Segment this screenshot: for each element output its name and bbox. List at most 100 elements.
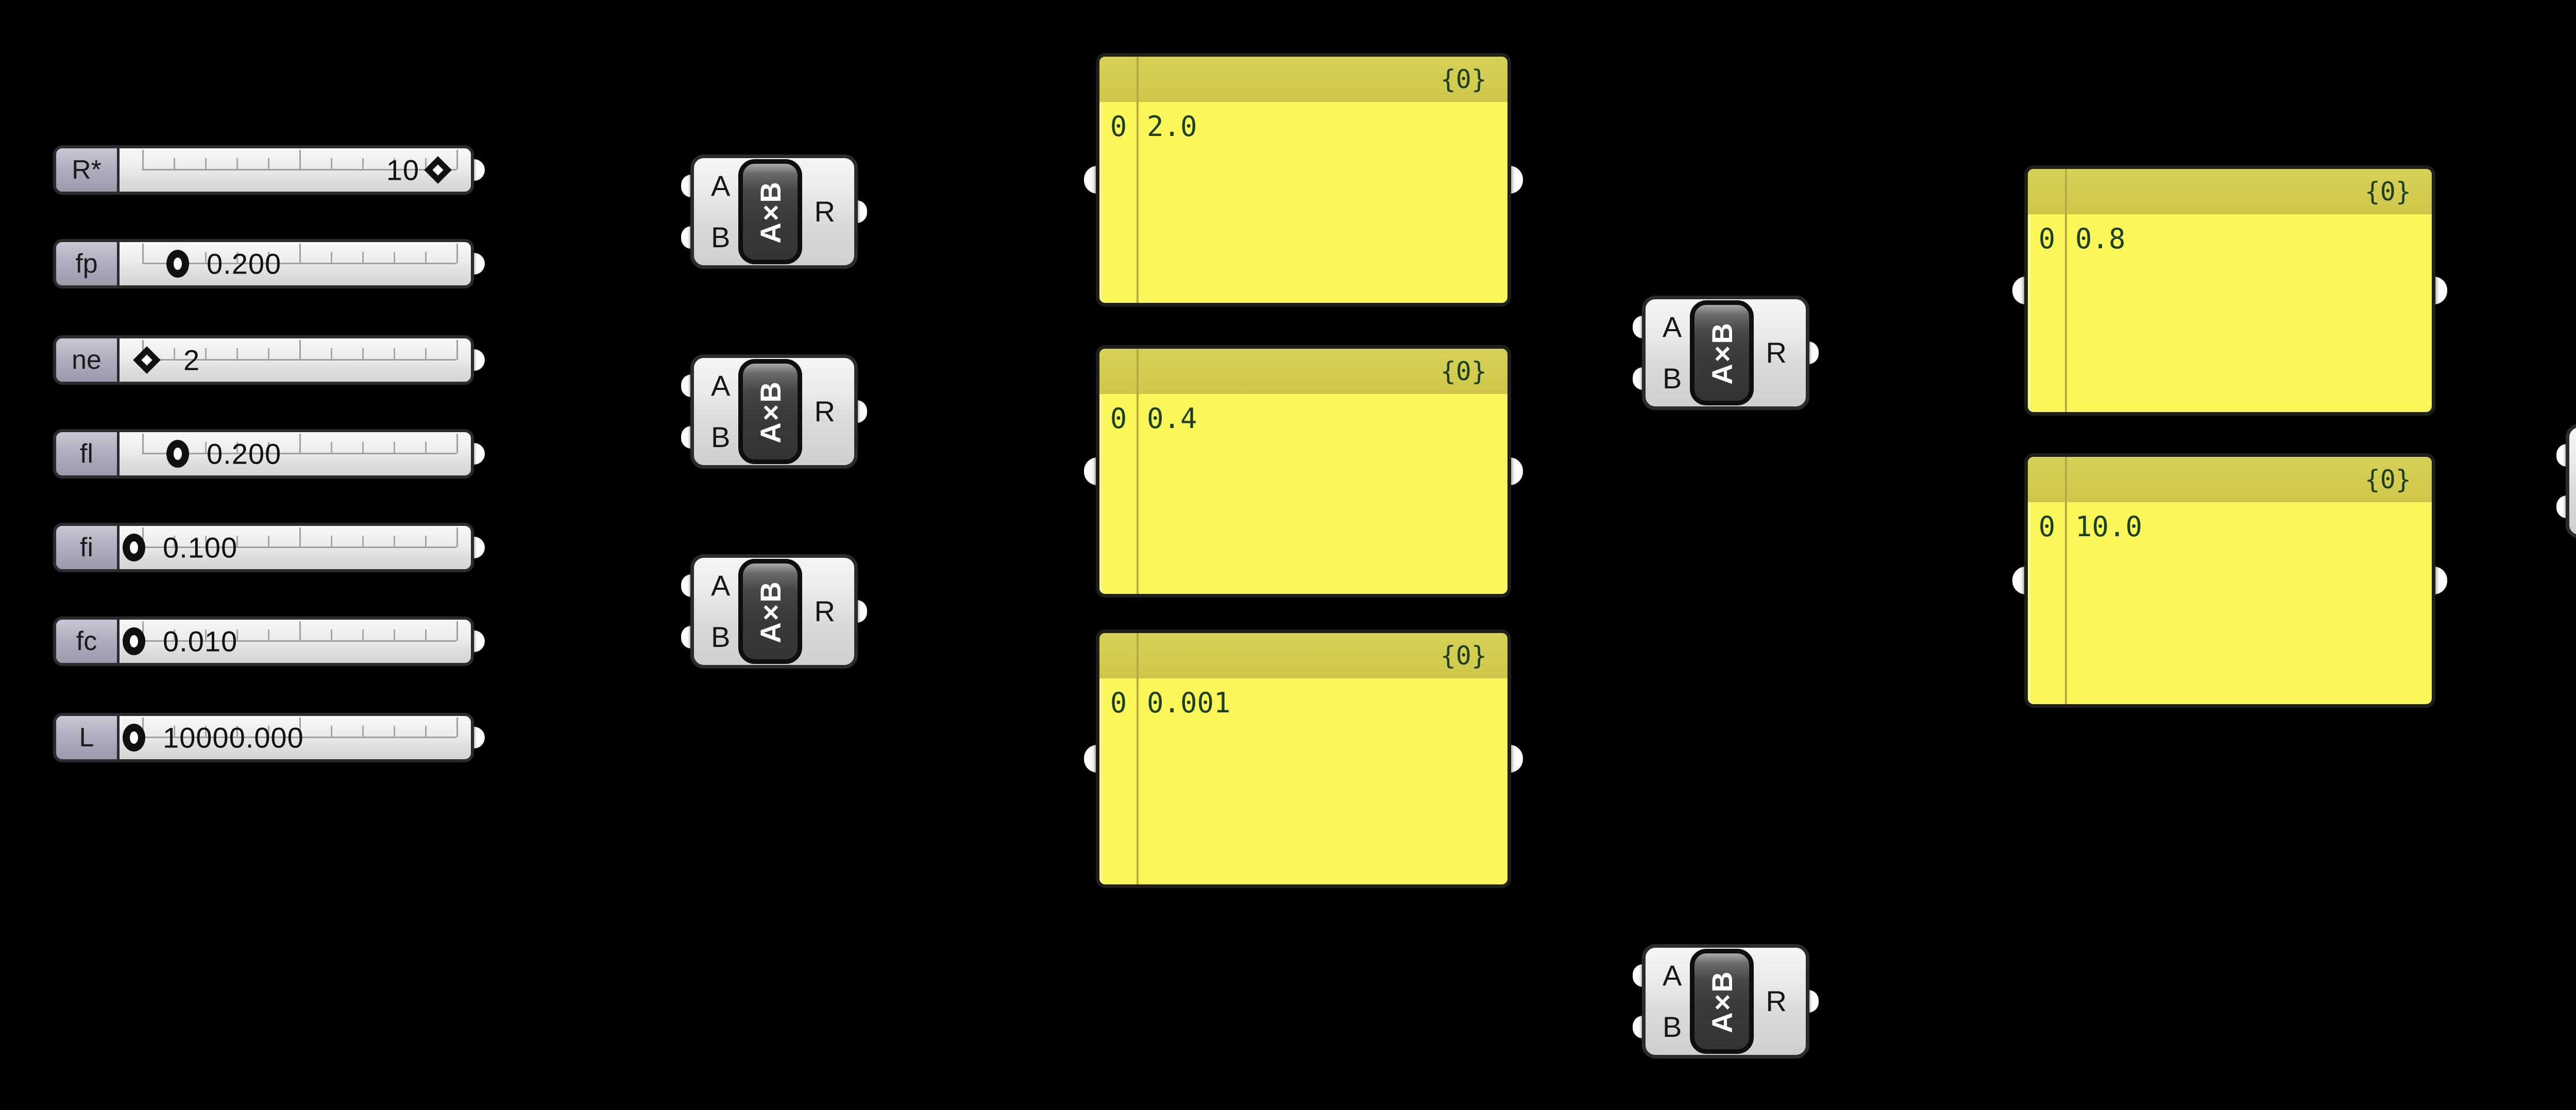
slider-fl[interactable]: fl 0.200 bbox=[53, 429, 485, 479]
panel-rstar-x-fp[interactable]: {0} 0 2.0 bbox=[1084, 53, 1523, 306]
output-grip-r[interactable] bbox=[857, 200, 867, 223]
panel-row: 0 10.0 bbox=[2028, 510, 2432, 543]
panel-body: {0} 0 0.001 bbox=[1096, 629, 1511, 888]
slider-body: ne 2 bbox=[53, 335, 474, 385]
ring-grip[interactable] bbox=[123, 534, 145, 561]
input-grip-a[interactable] bbox=[1633, 964, 1643, 987]
panel-output-grip[interactable] bbox=[2434, 567, 2447, 594]
slider-rstar[interactable]: R* 10 bbox=[53, 145, 485, 195]
input-grip-a[interactable] bbox=[2556, 444, 2567, 467]
output-grip-r[interactable] bbox=[1808, 341, 1819, 364]
panel-row: 0 0.8 bbox=[2028, 223, 2432, 255]
input-label-a[interactable]: A bbox=[711, 369, 731, 402]
multiply-icon[interactable]: A×B bbox=[1690, 300, 1754, 405]
slider-output-grip[interactable] bbox=[473, 630, 485, 652]
panel-output-grip[interactable] bbox=[1510, 745, 1523, 773]
data-tree-path: {0} bbox=[1440, 64, 1487, 94]
panel-product-10p0[interactable]: {0} 0 10.0 bbox=[2012, 453, 2447, 708]
input-label-a[interactable]: A bbox=[1663, 311, 1682, 343]
input-label-b[interactable]: B bbox=[711, 221, 731, 253]
input-grip-a[interactable] bbox=[1633, 316, 1643, 338]
multiply-component-1[interactable]: A B R A×B bbox=[681, 155, 867, 269]
multiply-component-4[interactable]: A B R A×B bbox=[1633, 296, 1819, 410]
input-grip-b[interactable] bbox=[1633, 1016, 1643, 1038]
data-tree-path: {0} bbox=[2364, 465, 2411, 494]
slider-label[interactable]: fc bbox=[56, 620, 120, 663]
input-label-a[interactable]: A bbox=[711, 169, 731, 202]
slider-output-grip[interactable] bbox=[473, 727, 485, 748]
slider-label[interactable]: R* bbox=[56, 148, 120, 192]
multiply-component-3[interactable]: A B R A×B bbox=[681, 554, 867, 669]
slider-ruler bbox=[142, 150, 458, 170]
slider-value: 10000.000 bbox=[163, 721, 304, 754]
input-grip-b[interactable] bbox=[2556, 496, 2567, 518]
output-label-r[interactable]: R bbox=[1766, 336, 1787, 369]
multiply-component-5[interactable]: A B R A×B bbox=[2556, 424, 2576, 538]
input-grip-b[interactable] bbox=[681, 426, 691, 449]
input-label-b[interactable]: B bbox=[711, 621, 731, 653]
input-label-b[interactable]: B bbox=[711, 421, 731, 453]
output-grip-r[interactable] bbox=[857, 400, 867, 423]
output-label-r[interactable]: R bbox=[814, 195, 835, 228]
slider-fc[interactable]: fc 0.010 bbox=[53, 617, 485, 666]
input-grip-b[interactable] bbox=[681, 626, 691, 648]
row-value: 0.001 bbox=[1147, 687, 1231, 719]
output-label-r[interactable]: R bbox=[814, 395, 835, 428]
multiply-icon[interactable]: A×B bbox=[738, 359, 802, 464]
panel-header: {0} bbox=[1099, 349, 1507, 394]
input-grip-a[interactable] bbox=[681, 374, 691, 397]
slider-ruler bbox=[142, 244, 458, 264]
panel-ne-x-fl[interactable]: {0} 0 0.4 bbox=[1084, 345, 1523, 597]
slider-output-grip[interactable] bbox=[473, 253, 485, 275]
slider-output-grip[interactable] bbox=[473, 537, 485, 558]
slider-ne[interactable]: ne 2 bbox=[53, 335, 485, 385]
slider-label[interactable]: fi bbox=[56, 526, 120, 569]
panel-product-0p8[interactable]: {0} 0 0.8 bbox=[2012, 165, 2447, 416]
component-body bbox=[2566, 424, 2576, 538]
panel-output-grip[interactable] bbox=[2434, 277, 2447, 304]
panel-body: {0} 0 0.4 bbox=[1096, 345, 1511, 597]
input-grip-b[interactable] bbox=[1633, 367, 1643, 390]
input-label-b[interactable]: B bbox=[1663, 1011, 1682, 1043]
output-label-r[interactable]: R bbox=[1766, 985, 1787, 1017]
input-label-b[interactable]: B bbox=[1663, 362, 1682, 395]
slider-label[interactable]: fl bbox=[56, 432, 120, 475]
ring-grip[interactable] bbox=[166, 250, 189, 278]
row-index: 0 bbox=[1110, 110, 1127, 143]
output-grip-r[interactable] bbox=[1808, 990, 1819, 1013]
index-divider bbox=[2065, 457, 2067, 704]
slider-fp[interactable]: fp 0.200 bbox=[53, 239, 485, 288]
slider-output-grip[interactable] bbox=[473, 159, 485, 181]
slider-output-grip[interactable] bbox=[473, 443, 485, 465]
slider-label[interactable]: ne bbox=[56, 338, 120, 382]
row-index: 0 bbox=[1110, 687, 1127, 719]
slider-l[interactable]: L 10000.000 bbox=[53, 713, 485, 762]
input-grip-a[interactable] bbox=[681, 175, 691, 197]
slider-fi[interactable]: fi 0.100 bbox=[53, 523, 485, 572]
input-grip-a[interactable] bbox=[681, 574, 691, 597]
slider-label[interactable]: L bbox=[56, 716, 120, 759]
panel-output-grip[interactable] bbox=[1510, 457, 1523, 485]
input-label-a[interactable]: A bbox=[711, 569, 731, 602]
ring-grip[interactable] bbox=[123, 627, 145, 655]
slider-output-grip[interactable] bbox=[473, 349, 485, 371]
panel-fi-x-fc[interactable]: {0} 0 0.001 bbox=[1084, 629, 1523, 888]
multiply-icon[interactable]: A×B bbox=[1690, 949, 1754, 1054]
slider-value: 0.100 bbox=[163, 531, 238, 564]
input-grip-b[interactable] bbox=[681, 226, 691, 249]
multiply-component-6[interactable]: A B R A×B bbox=[1633, 944, 1819, 1058]
multiply-icon[interactable]: A×B bbox=[738, 559, 802, 664]
slider-value: 0.200 bbox=[207, 437, 282, 470]
ring-grip[interactable] bbox=[166, 440, 189, 468]
multiply-icon[interactable]: A×B bbox=[738, 159, 802, 264]
ring-grip[interactable] bbox=[123, 724, 145, 752]
output-label-r[interactable]: R bbox=[814, 595, 835, 627]
multiply-component-2[interactable]: A B R A×B bbox=[681, 354, 867, 469]
panel-body: {0} 0 0.8 bbox=[2024, 165, 2435, 416]
slider-label[interactable]: fp bbox=[56, 242, 120, 285]
output-grip-r[interactable] bbox=[857, 600, 867, 623]
panel-output-grip[interactable] bbox=[1510, 166, 1523, 194]
input-label-a[interactable]: A bbox=[1663, 959, 1682, 992]
index-divider bbox=[2065, 169, 2067, 412]
